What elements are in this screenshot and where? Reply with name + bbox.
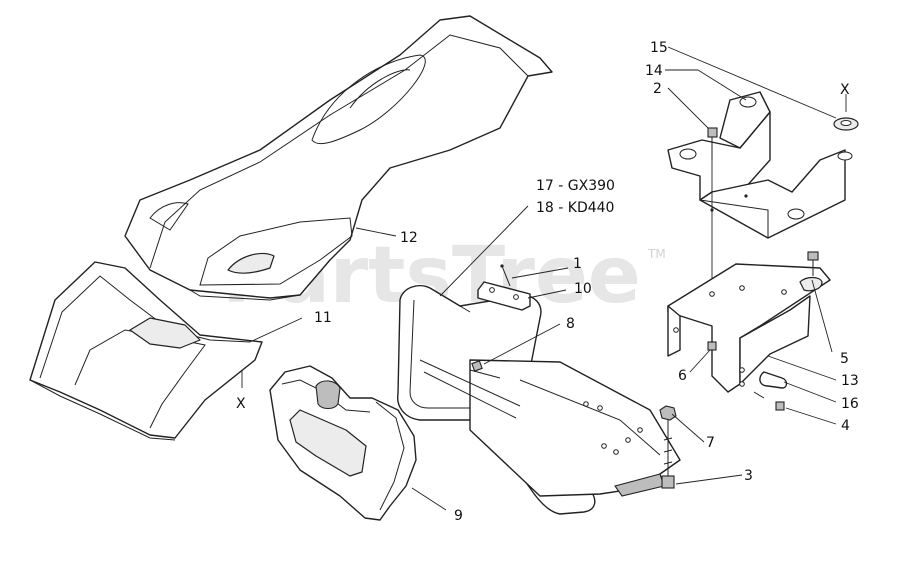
callout-17-gx390[interactable]: 17 - GX390 (536, 178, 615, 194)
callout-x-top[interactable]: X (840, 82, 850, 98)
part-15-grommet[interactable] (833, 117, 859, 131)
callout-x-left[interactable]: X (236, 396, 246, 412)
callout-16[interactable]: 16 (841, 396, 859, 412)
part-13-lower-bracket[interactable] (667, 263, 831, 393)
callout-1[interactable]: 1 (573, 256, 582, 272)
callout-18-kd440[interactable]: 18 - KD440 (536, 200, 614, 216)
part-14-upper-bracket[interactable] (667, 91, 853, 239)
callout-11[interactable]: 11 (314, 310, 332, 326)
part-6-nut[interactable] (707, 341, 717, 351)
callout-6[interactable]: 6 (678, 368, 687, 384)
part-12-hood[interactable] (124, 15, 553, 301)
callout-10[interactable]: 10 (574, 281, 592, 297)
callout-labels: 15 14 2 X 17 - GX390 18 - KD440 12 1 10 … (236, 40, 859, 524)
callout-12[interactable]: 12 (400, 230, 418, 246)
part-16-clip[interactable] (753, 371, 788, 399)
callout-5[interactable]: 5 (840, 351, 849, 367)
callout-13[interactable]: 13 (841, 373, 859, 389)
callout-9[interactable]: 9 (454, 508, 463, 524)
part-4-bolt[interactable] (775, 401, 785, 411)
part-3-bolt[interactable] (661, 420, 675, 489)
leader-lines (241, 46, 847, 511)
callout-7[interactable]: 7 (706, 435, 715, 451)
part-5-bolt[interactable] (807, 251, 819, 276)
part-9-bumper[interactable] (269, 365, 417, 521)
part-2-bolt[interactable] (707, 127, 718, 160)
callout-2[interactable]: 2 (653, 81, 662, 97)
part-7-nut[interactable] (659, 405, 677, 421)
callout-14[interactable]: 14 (645, 63, 663, 79)
part-8-bolt[interactable] (469, 360, 501, 379)
callout-4[interactable]: 4 (841, 418, 850, 434)
callout-8[interactable]: 8 (566, 316, 575, 332)
watermark-trademark: TM (647, 247, 666, 261)
callout-15[interactable]: 15 (650, 40, 668, 56)
frame-chassis[interactable] (397, 284, 681, 515)
callout-3[interactable]: 3 (744, 468, 753, 484)
part-11-front-panel[interactable] (29, 261, 263, 441)
part-10-bracket[interactable] (477, 264, 531, 311)
